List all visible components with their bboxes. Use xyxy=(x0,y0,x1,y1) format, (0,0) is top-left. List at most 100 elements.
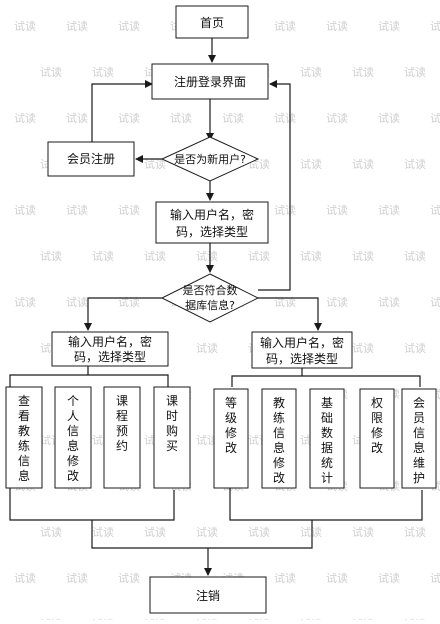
decision-db-check-line1: 是否符合数 xyxy=(183,283,238,297)
watermark-text: 试读 xyxy=(118,295,140,309)
watermark-text: 试读 xyxy=(144,525,166,539)
right-function-box-0-char: 修 xyxy=(225,425,237,440)
watermark-layer: 试读试读试读试读试读试读试读试读试读试读试读试读试读试读试读试读试读试读试读试读… xyxy=(14,19,440,624)
right-function-box-1-char: 信 xyxy=(273,426,285,440)
watermark-text: 试读 xyxy=(118,203,140,217)
right-function-box-2-char: 计 xyxy=(321,471,333,485)
right-function-box-3-char: 改 xyxy=(371,441,383,455)
watermark-text: 试读 xyxy=(66,571,88,585)
right-function-box-2-char: 础 xyxy=(321,411,333,425)
right-function-box-4-char: 会 xyxy=(413,396,425,410)
watermark-text: 试读 xyxy=(326,295,348,309)
left-function-box-1-char: 改 xyxy=(67,469,79,483)
watermark-text: 试读 xyxy=(196,249,218,263)
watermark-text: 试读 xyxy=(300,249,322,263)
left-function-box-0-char: 看 xyxy=(18,409,30,423)
watermark-text: 试读 xyxy=(274,19,296,33)
watermark-text: 试读 xyxy=(352,249,374,263)
node-input-right-line1: 输入用户名，密 xyxy=(260,335,344,350)
watermark-text: 试读 xyxy=(378,19,400,33)
right-function-box-0-char: 改 xyxy=(225,441,237,455)
watermark-text: 试读 xyxy=(300,157,322,171)
decision-is-new-user: 是否为新用户? xyxy=(160,136,260,182)
watermark-text: 试读 xyxy=(378,111,400,125)
node-input-left: 输入用户名，密 码，选择类型 xyxy=(51,331,169,367)
watermark-text: 试读 xyxy=(274,203,296,217)
decision-db-check: 是否符合数 据库信息? xyxy=(160,273,260,323)
right-function-box-2-char: 据 xyxy=(321,441,333,455)
left-function-box-1-char: 人 xyxy=(67,409,79,423)
watermark-text: 试读 xyxy=(274,111,296,125)
right-function-box-4-char: 护 xyxy=(413,471,425,485)
decision-is-new-user-label: 是否为新用户? xyxy=(174,152,246,166)
right-function-box-1-char: 练 xyxy=(273,410,285,425)
left-function-box-1-char: 信 xyxy=(67,424,79,438)
node-input-top-line2: 码，选择类型 xyxy=(176,225,248,239)
watermark-text: 试读 xyxy=(196,433,218,447)
watermark-text: 试读 xyxy=(352,341,374,355)
node-input-left-line2: 码，选择类型 xyxy=(74,350,146,364)
node-logout: 注销 xyxy=(149,576,267,614)
node-input-left-line1: 输入用户名，密 xyxy=(68,334,152,349)
watermark-text: 试读 xyxy=(430,203,440,217)
watermark-text: 试读 xyxy=(92,525,114,539)
right-function-box-0-char: 等 xyxy=(225,396,237,410)
watermark-text: 试读 xyxy=(300,525,322,539)
watermark-text: 试读 xyxy=(118,111,140,125)
right-function-box-1-char: 息 xyxy=(273,440,285,455)
left-function-box-0-char: 练 xyxy=(18,438,30,453)
watermark-text: 试读 xyxy=(196,525,218,539)
node-input-right-line2: 码，选择类型 xyxy=(266,352,338,366)
left-function-box-2-char: 程 xyxy=(116,408,128,423)
watermark-text: 试读 xyxy=(430,111,440,125)
right-function-box-4-char: 员 xyxy=(413,411,425,425)
watermark-text: 试读 xyxy=(14,203,36,217)
watermark-text: 试读 xyxy=(66,19,88,33)
watermark-text: 试读 xyxy=(66,295,88,309)
watermark-text: 试读 xyxy=(326,203,348,217)
right-function-box-2-char: 统 xyxy=(321,456,333,470)
watermark-text: 试读 xyxy=(14,19,36,33)
watermark-text: 试读 xyxy=(430,19,440,33)
watermark-text: 试读 xyxy=(248,525,270,539)
left-function-box-0-char: 息 xyxy=(18,468,30,483)
watermark-text: 试读 xyxy=(92,249,114,263)
right-function-box-3-char: 权 xyxy=(371,396,383,410)
watermark-text: 试读 xyxy=(378,203,400,217)
node-input-top-line1: 输入用户名，密 xyxy=(170,207,254,222)
right-function-box-3-char: 修 xyxy=(371,425,383,440)
watermark-text: 试读 xyxy=(14,111,36,125)
watermark-text: 试读 xyxy=(326,111,348,125)
right-function-box-2-char: 数 xyxy=(321,425,333,440)
watermark-text: 试读 xyxy=(378,571,400,585)
node-logout-label: 注销 xyxy=(196,588,220,603)
left-function-box-0-char: 教 xyxy=(18,423,30,438)
watermark-text: 试读 xyxy=(92,65,114,79)
watermark-text: 试读 xyxy=(430,295,440,309)
watermark-text: 试读 xyxy=(14,571,36,585)
left-function-box-0-char: 查 xyxy=(18,394,30,408)
watermark-text: 试读 xyxy=(118,571,140,585)
watermark-text: 试读 xyxy=(170,111,192,125)
node-input-top: 输入用户名，密 码，选择类型 xyxy=(155,201,269,244)
node-input-right: 输入用户名，密 码，选择类型 xyxy=(251,331,353,369)
watermark-text: 试读 xyxy=(352,525,374,539)
right-function-box-4-char: 息 xyxy=(413,440,425,455)
right-function-box-3-char: 限 xyxy=(371,411,383,425)
right-function-box-2-char: 基 xyxy=(321,396,333,410)
node-login-label: 注册登录界面 xyxy=(174,74,246,89)
watermark-text: 试读 xyxy=(66,111,88,125)
watermark-text: 试读 xyxy=(118,19,140,33)
watermark-text: 试读 xyxy=(66,203,88,217)
watermark-text: 试读 xyxy=(326,571,348,585)
watermark-text: 试读 xyxy=(248,249,270,263)
right-function-box-1-char: 改 xyxy=(273,471,285,485)
